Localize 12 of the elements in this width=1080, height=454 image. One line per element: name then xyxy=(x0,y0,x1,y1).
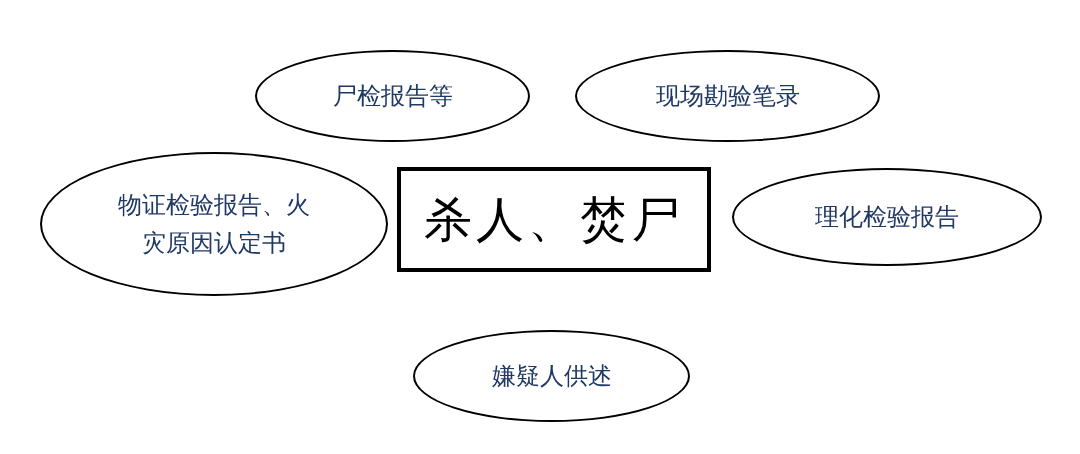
evidence-label: 嫌疑人供述 xyxy=(491,362,612,391)
evidence-label: 尸检报告等 xyxy=(332,82,453,111)
evidence-oval xyxy=(575,50,880,142)
evidence-oval xyxy=(732,168,1042,266)
evidence-label: 物证检验报告、火灾原因认定书 xyxy=(117,191,311,258)
evidence-oval xyxy=(255,50,530,142)
topic-title: 杀人、焚尸 xyxy=(424,191,684,248)
topic-box xyxy=(397,167,711,272)
evidence-label: 理化检验报告 xyxy=(815,203,959,232)
evidence-oval xyxy=(40,152,388,296)
evidence-oval xyxy=(413,330,690,422)
evidence-label: 现场勘验笔录 xyxy=(655,82,800,111)
